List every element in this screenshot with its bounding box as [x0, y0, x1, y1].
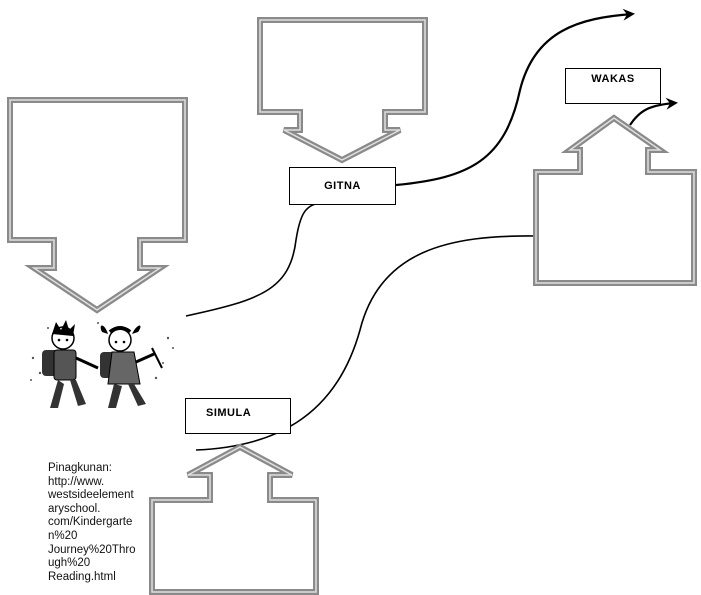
source-line: westsideelement	[48, 489, 134, 502]
source-line: Reading.html	[48, 570, 116, 583]
simula-label: SIMULA	[206, 407, 252, 419]
source-line: http://www.	[48, 475, 105, 488]
source-line: Journey%20Thro	[48, 543, 136, 556]
wakas-label-box: WAKAS	[565, 68, 661, 104]
simula-label-box: SIMULA	[185, 398, 291, 434]
path-to-gitna	[185, 202, 321, 317]
callout-frame-left	[7, 97, 188, 314]
source-line: ugh%20	[48, 557, 91, 570]
path-frame-to-arrow-wakas	[629, 97, 678, 126]
two-children-walking-icon	[30, 320, 174, 408]
callout-frame-right	[533, 114, 697, 286]
path-gitna-to-arrow-top	[395, 8, 635, 187]
gitna-label-box: GITNA	[289, 167, 396, 205]
source-line: aryschool.	[48, 502, 101, 515]
source-citation: Pinagkunan: http://www. westsideelement …	[48, 462, 148, 584]
callout-frame-top	[257, 17, 428, 164]
callout-frame-bottom	[149, 443, 319, 595]
wakas-label: WAKAS	[591, 73, 635, 85]
gitna-label: GITNA	[324, 180, 361, 192]
source-line: com/Kindergarte	[48, 516, 133, 529]
source-line: Pinagkunan:	[48, 462, 112, 474]
source-line: n%20	[48, 529, 78, 542]
path-simula-to-frame	[195, 235, 536, 451]
